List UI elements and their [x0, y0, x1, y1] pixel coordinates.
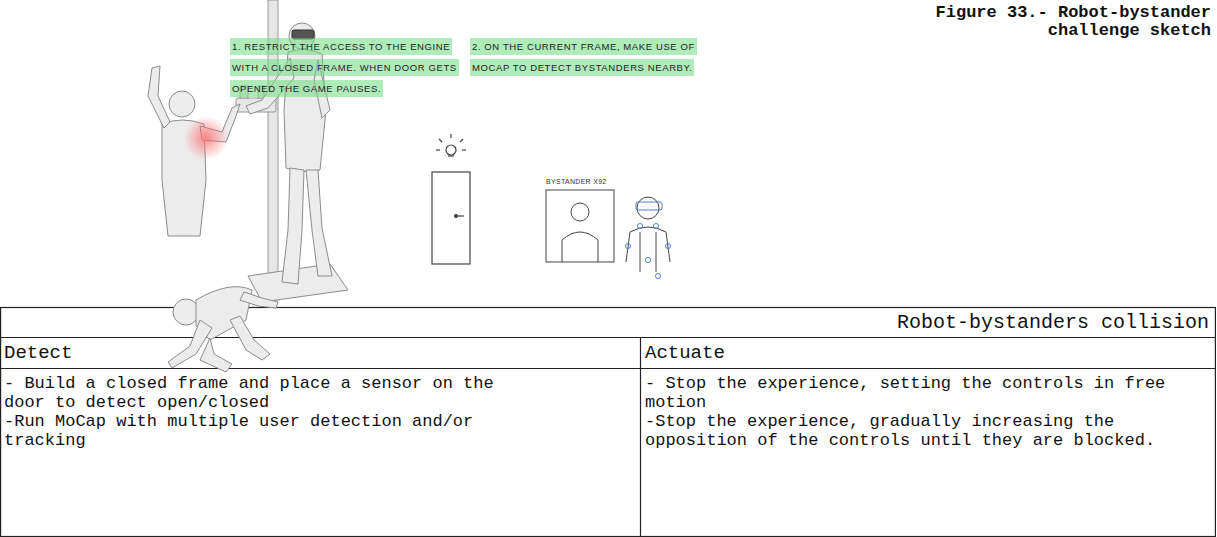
highlight-note-box: 1. RESTRICT THE ACCESS TO THE ENGINE WIT…: [230, 36, 470, 99]
highlight-note-box: 2. ON THE CURRENT FRAME, MAKE USE OF MOC…: [470, 36, 695, 78]
door-icon: [432, 134, 470, 264]
figure-title: Figure 33.- Robot-bystander challenge sk…: [911, 4, 1211, 40]
highlight-note: 1. RESTRICT THE ACCESS TO THE ENGINE WIT…: [230, 38, 459, 97]
sketch-label: BYSTANDER X92: [546, 177, 607, 186]
table-grid: [1, 308, 1216, 537]
kneeling-figure: [168, 287, 278, 372]
mocap-sketch: [546, 190, 671, 279]
actuate-column: - Stop the experience, setting the contr…: [645, 374, 1205, 450]
table-cell: - Build a closed frame and place a senso…: [4, 374, 544, 412]
table-header: Robot-bystanders collision: [897, 311, 1209, 335]
detect-column: - Build a closed frame and place a senso…: [4, 374, 544, 450]
table-cell: -Run MoCap with multiple user detection …: [4, 412, 544, 450]
column-header: Detect: [4, 341, 72, 365]
table-cell: -Stop the experience, gradually increasi…: [645, 412, 1205, 450]
bystander-figure: [148, 66, 240, 236]
table-cell: - Stop the experience, setting the contr…: [645, 374, 1205, 412]
column-header: Actuate: [645, 341, 725, 365]
highlight-note: 2. ON THE CURRENT FRAME, MAKE USE OF MOC…: [470, 38, 697, 76]
